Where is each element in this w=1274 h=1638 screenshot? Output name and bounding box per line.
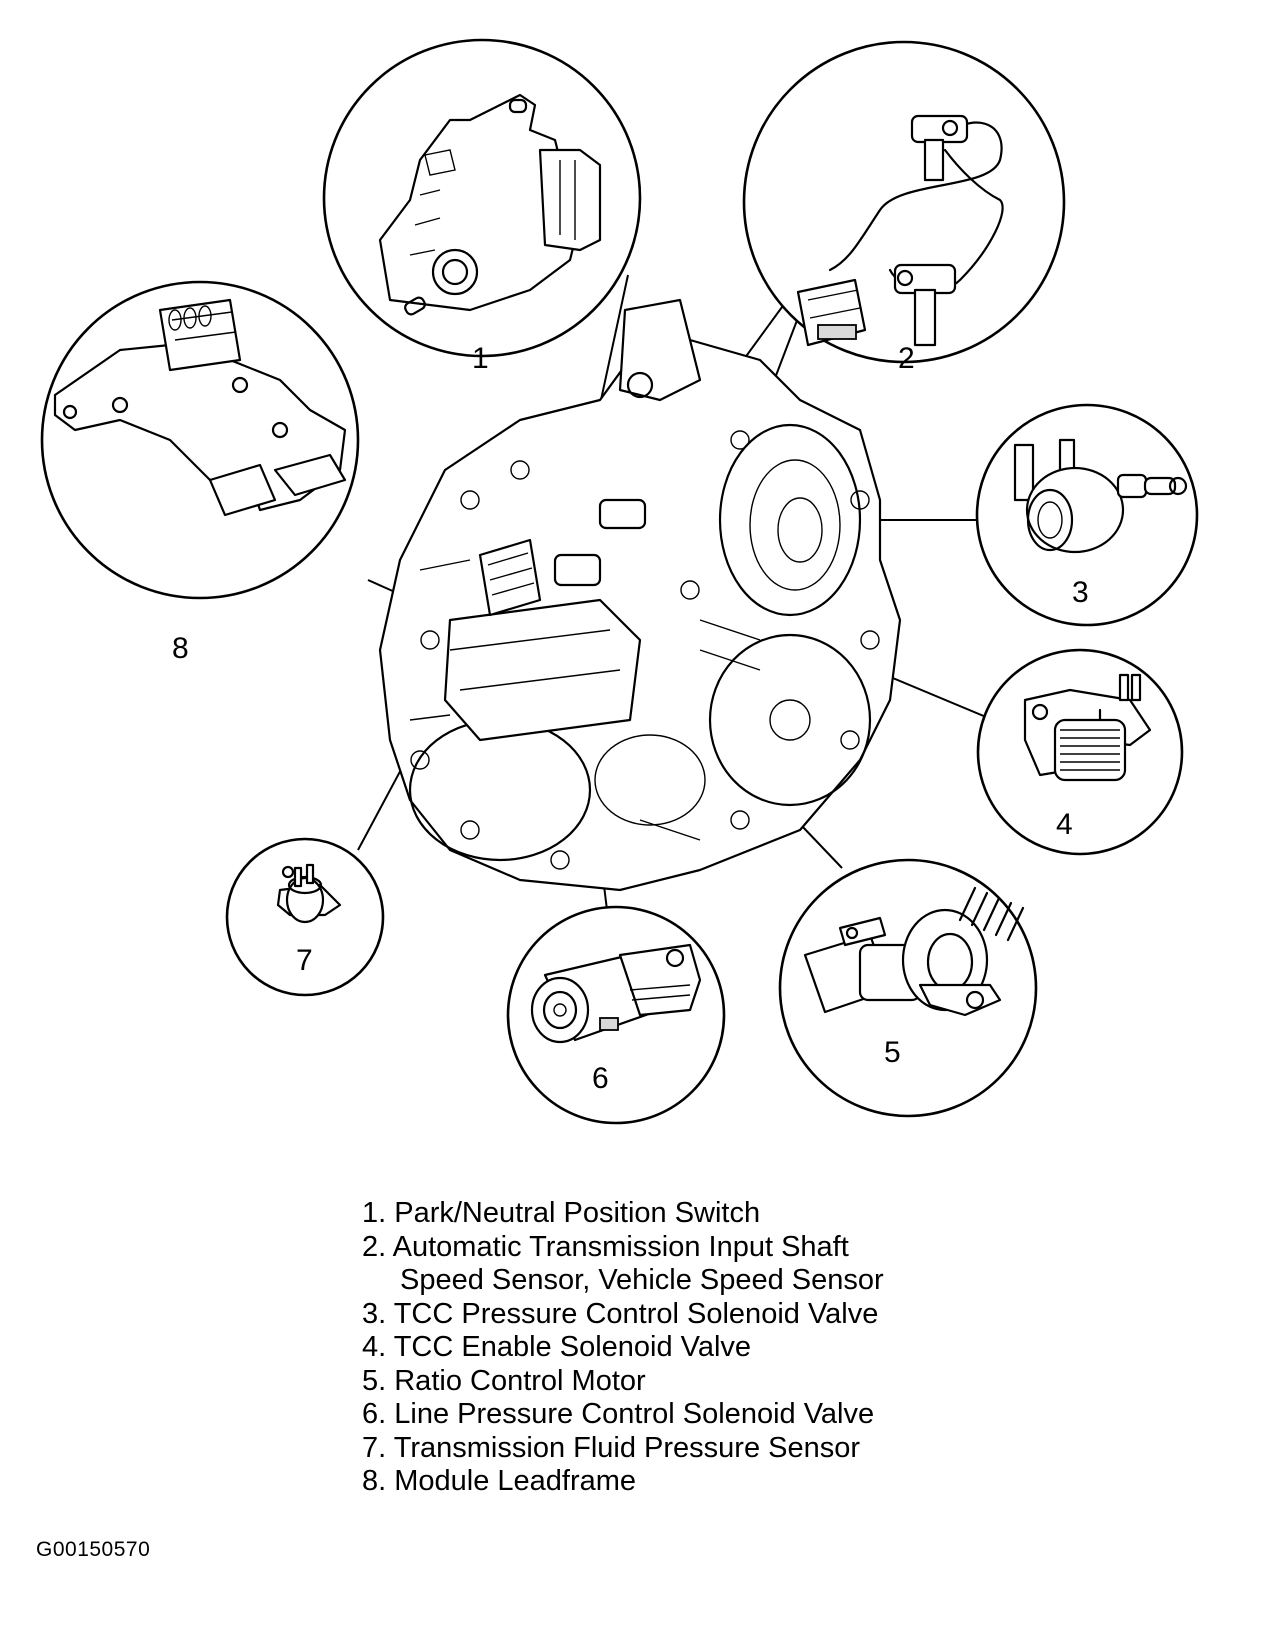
legend-item-5: 5. Ratio Control Motor xyxy=(362,1364,646,1397)
module-leadframe-illustration xyxy=(53,298,347,517)
park-neutral-switch-illustration xyxy=(378,93,602,316)
tcc-pressure-solenoid-illustration xyxy=(1013,438,1188,554)
callout-bubble-6: 6 xyxy=(506,905,726,1125)
legend-item-8: 8. Module Leadframe xyxy=(362,1465,637,1497)
callout-number-4: 4 xyxy=(1056,808,1073,841)
callout-number-5: 5 xyxy=(884,1036,901,1069)
component-legend: 1. Park/Neutral Position Switch 2. Autom… xyxy=(362,1197,1062,1499)
callout-number-7: 7 xyxy=(296,944,313,977)
legend-item-3: 3. TCC Pressure Control Solenoid Valve xyxy=(362,1297,879,1330)
callout-bubble-7: 7 xyxy=(225,837,385,997)
legend-item-6: 6. Line Pressure Control Solenoid Valve xyxy=(362,1398,875,1430)
legend-item-4: 4. TCC Enable Solenoid Valve xyxy=(362,1331,752,1363)
legend-item-2-continued: Speed Sensor, Vehicle Speed Sensor xyxy=(400,1264,884,1296)
figure-id: G00150570 xyxy=(36,1538,151,1561)
callout-number-3: 3 xyxy=(1072,576,1089,609)
callout-number-6: 6 xyxy=(592,1062,609,1095)
callout-bubble-8: 8 xyxy=(40,280,360,665)
legend-item-2: 2. Automatic Transmission Input Shaft xyxy=(362,1230,849,1263)
speed-sensor-illustration xyxy=(796,114,1004,347)
tcc-enable-solenoid-illustration xyxy=(1023,673,1152,782)
callout-bubble-3: 3 xyxy=(975,403,1199,627)
transmission-assembly xyxy=(378,298,902,892)
callout-bubble-2: 2 xyxy=(742,40,1066,375)
legend-item-7: 7. Transmission Fluid Pressure Sensor xyxy=(362,1431,861,1464)
line-pressure-solenoid-illustration xyxy=(530,943,702,1044)
callout-bubble-1: 1 xyxy=(322,38,642,375)
callout-number-2: 2 xyxy=(898,342,915,375)
transmission-component-diagram: 1 2 3 xyxy=(40,38,1199,1125)
legend-item-1: 1. Park/Neutral Position Switch xyxy=(362,1197,761,1229)
callout-number-8: 8 xyxy=(172,632,189,665)
callout-bubble-5: 5 xyxy=(778,858,1038,1118)
fluid-pressure-sensor-illustration xyxy=(276,863,342,924)
ratio-control-motor-illustration xyxy=(803,886,1025,1017)
callout-number-1: 1 xyxy=(472,342,489,375)
callout-bubble-4: 4 xyxy=(976,648,1184,856)
